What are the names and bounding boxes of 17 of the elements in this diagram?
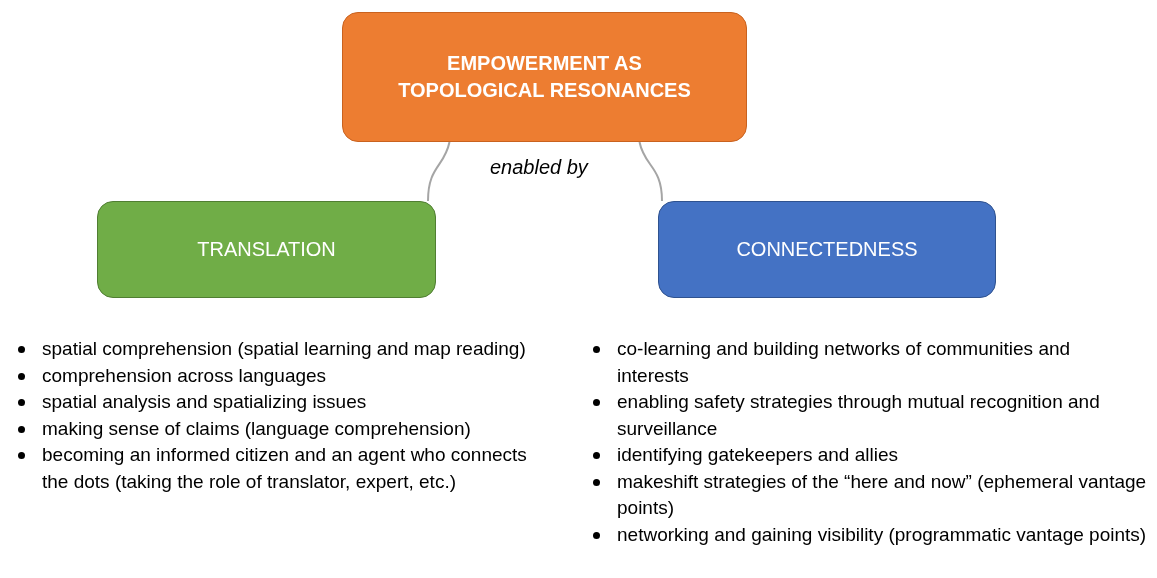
connector-line [427, 141, 451, 202]
bullet-item: comprehension across languages [42, 364, 327, 386]
concept-box [658, 201, 996, 298]
bullet-item: becoming an informed citizen and an agent who connects the dots (taking the role of translator, expert, etc.) [42, 444, 527, 492]
bullet-item: networking and gaining visibility (programmatic vantage points) [617, 523, 1147, 545]
bullet-item: spatial comprehension (spatial learning and map reading) [42, 338, 526, 359]
concept-box [97, 201, 436, 298]
bullet-item: makeshift strategies of the “here and now” (ephemeral vantage points) [617, 470, 1147, 518]
connector-line [638, 141, 663, 202]
bullet-item: identifying gatekeepers and allies [617, 444, 898, 465]
box-title: CONNECTEDNESS [736, 237, 918, 262]
bullet-item: spatial analysis and spatializing issues [42, 391, 367, 412]
relation-label: enabled by [490, 156, 588, 179]
concept-box [342, 12, 747, 142]
box-title: TRANSLATION [197, 237, 336, 262]
box-title: EMPOWERMENT AS TOPOLOGICAL RESONANCES [397, 51, 692, 103]
bullet-item: making sense of claims (language comprehension) [42, 417, 471, 439]
